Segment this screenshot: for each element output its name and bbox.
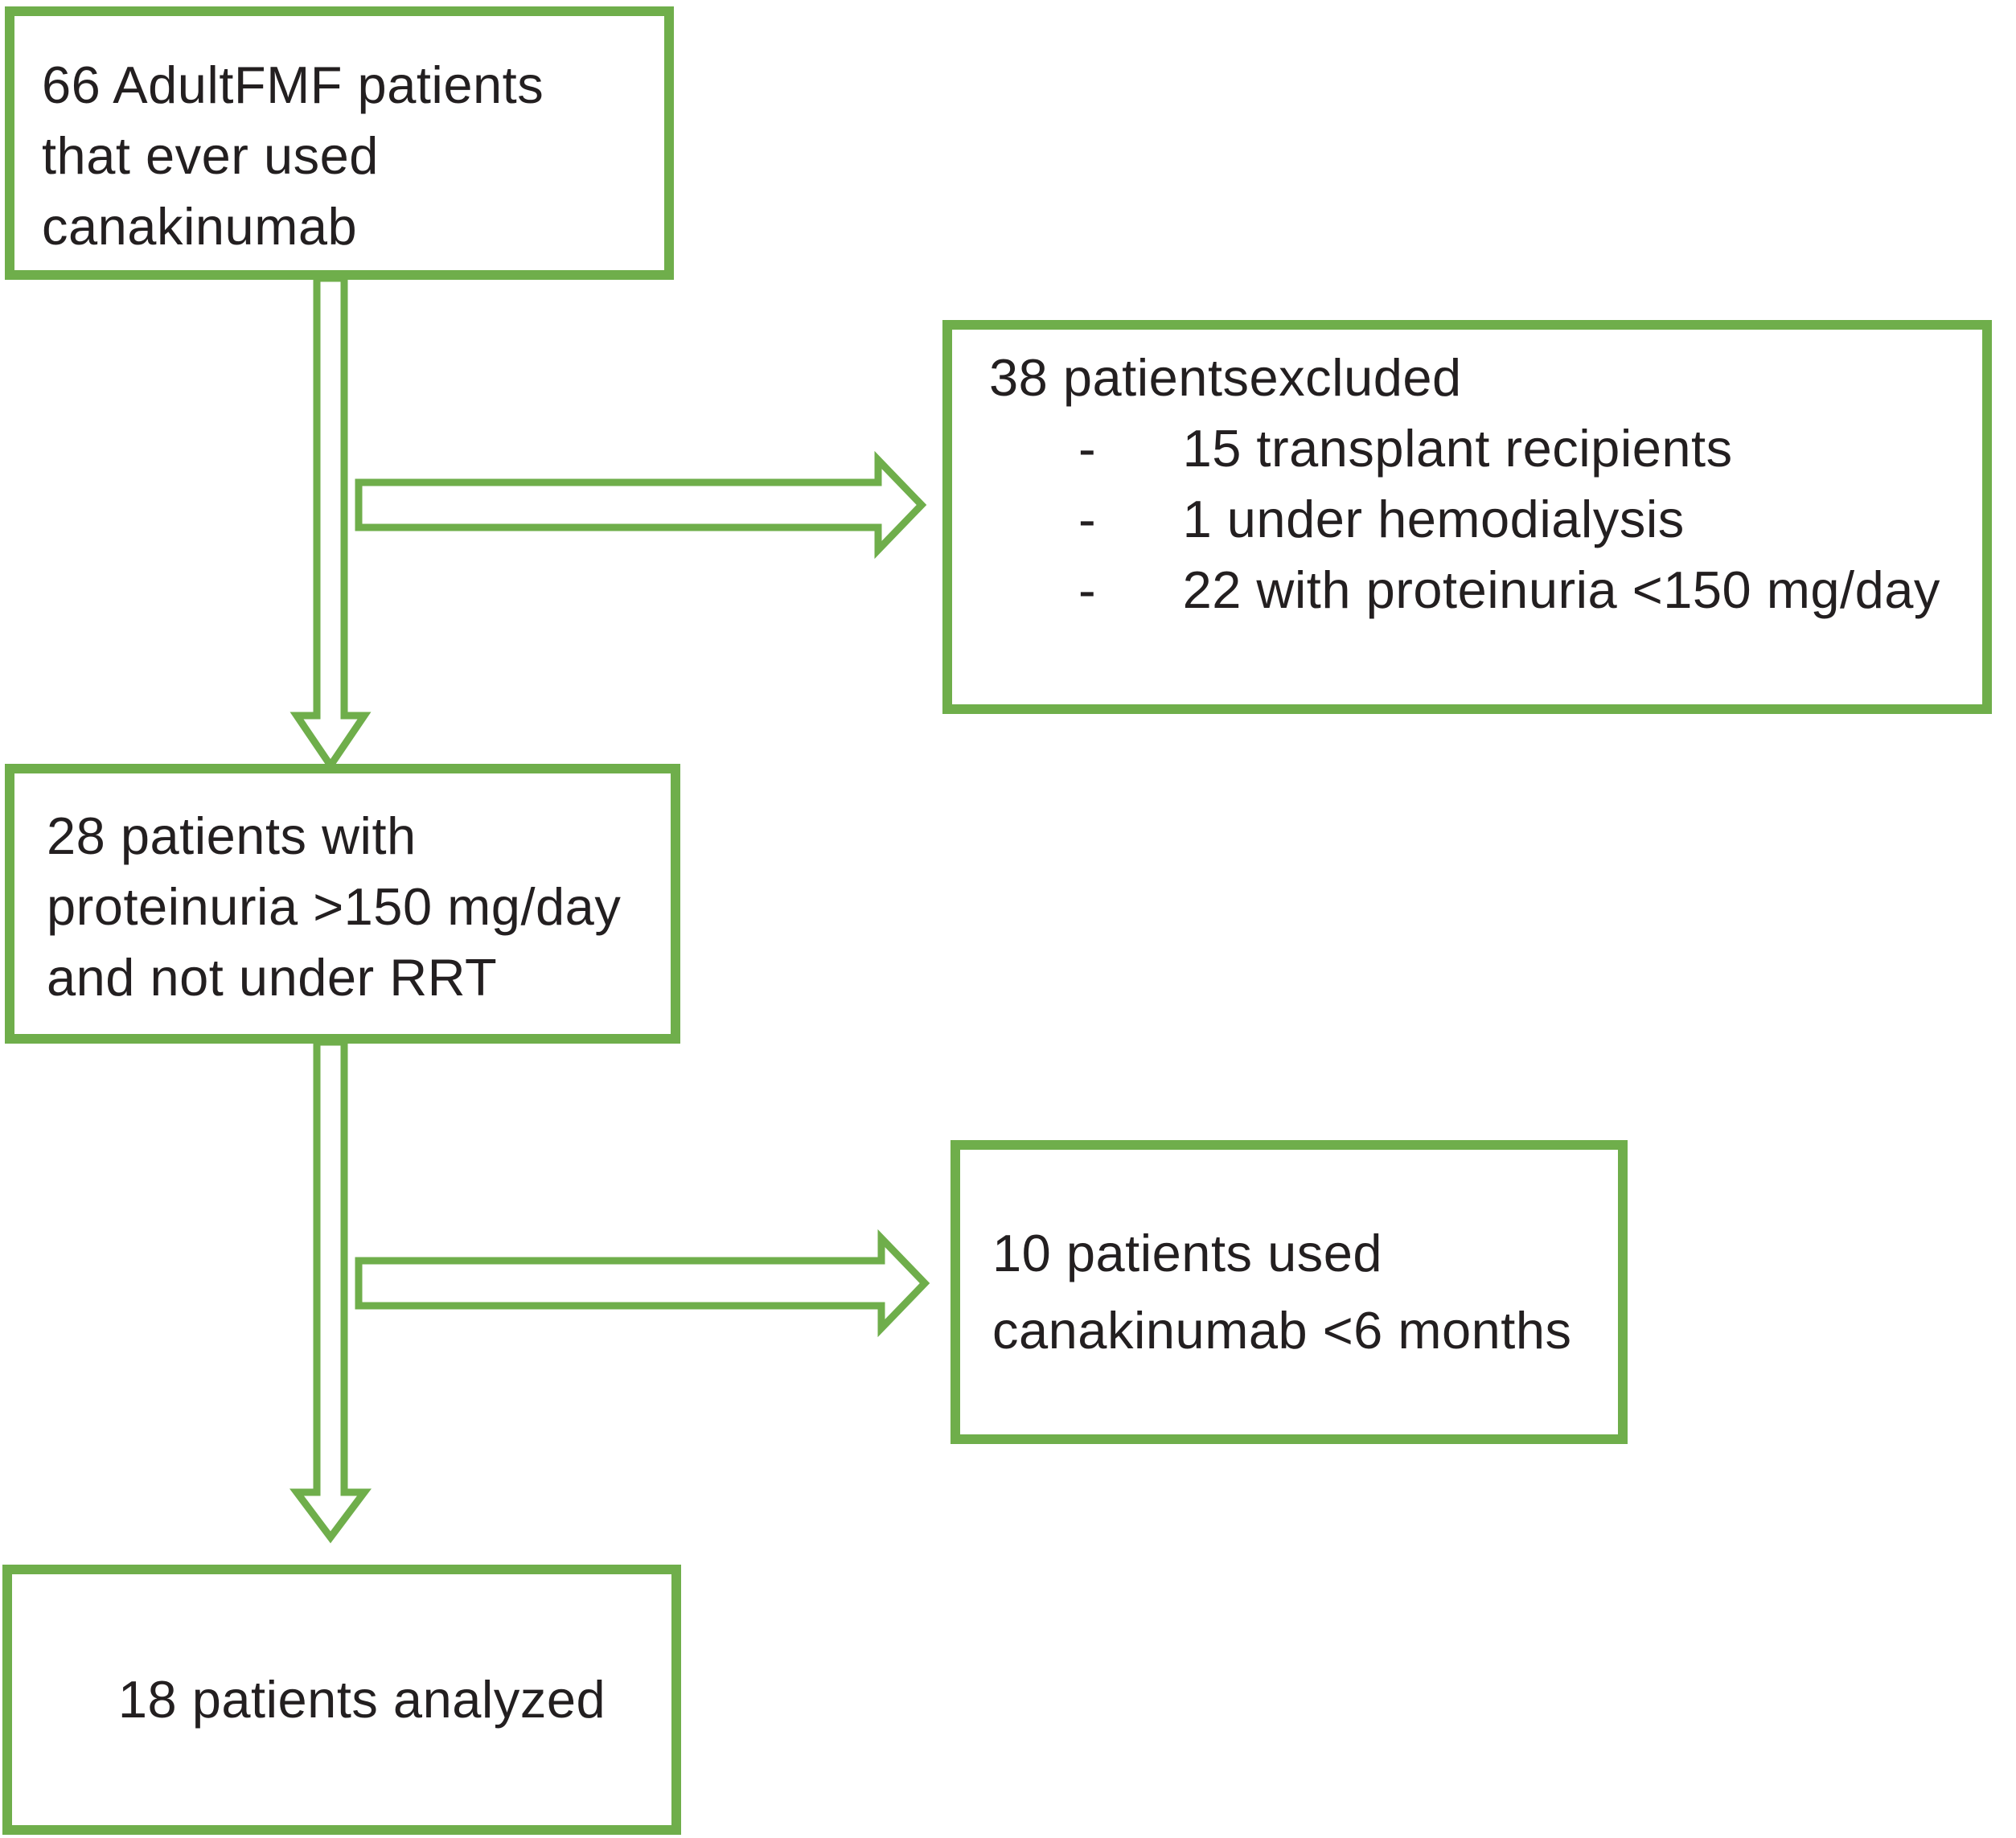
box-short-canakinumab-use: 10 patients used canakinumab <6 months <box>951 1140 1628 1444</box>
box-excluded-patients: 38 patientsexcluded - 15 transplant reci… <box>942 320 1992 714</box>
excluded-heading: 38 patientsexcluded <box>989 348 1462 407</box>
excluded-item-1: 15 transplant recipients <box>1182 419 1733 478</box>
excluded-item-2: 1 under hemodialysis <box>1182 490 1685 548</box>
box-initial-line-1: 66 AdultFMF patients <box>42 55 544 114</box>
box-analyzed-text: 18 patients analyzed <box>117 1670 606 1729</box>
box-short-use-line-1: 10 patients used <box>992 1224 1383 1282</box>
excluded-item-3: 22 with proteinuria <150 mg/day <box>1182 560 1940 619</box>
bullet-dash: - <box>1078 419 1097 478</box>
bullet-dash: - <box>1078 490 1097 548</box>
box-proteinuria-line-3: and not under RRT <box>47 948 498 1007</box>
down-arrow-icon-1 <box>289 274 372 773</box>
right-arrow-icon-2 <box>355 1229 930 1338</box>
bullet-dash: - <box>1078 560 1097 619</box>
box-proteinuria-line-1: 28 patients with <box>47 806 417 865</box>
box-analyzed-patients: 18 patients analyzed <box>2 1565 681 1835</box>
right-arrow-icon-1 <box>355 450 927 560</box>
box-initial-line-3: canakinumab <box>42 197 358 256</box>
box-initial-line-2: that ever used <box>42 126 379 185</box>
box-short-use-line-2: canakinumab <6 months <box>992 1301 1572 1360</box>
excluded-item-row: - 15 transplant recipients <box>989 413 1966 484</box>
box-proteinuria-line-2: proteinuria >150 mg/day <box>47 877 622 936</box>
excluded-item-row: - 22 with proteinuria <150 mg/day <box>989 555 1966 626</box>
down-arrow-icon-2 <box>289 1038 372 1544</box>
box-proteinuria-cohort: 28 patients with proteinuria >150 mg/day… <box>5 764 680 1044</box>
box-initial-cohort: 66 AdultFMF patients that ever used cana… <box>5 6 674 280</box>
excluded-item-row: - 1 under hemodialysis <box>989 484 1966 555</box>
